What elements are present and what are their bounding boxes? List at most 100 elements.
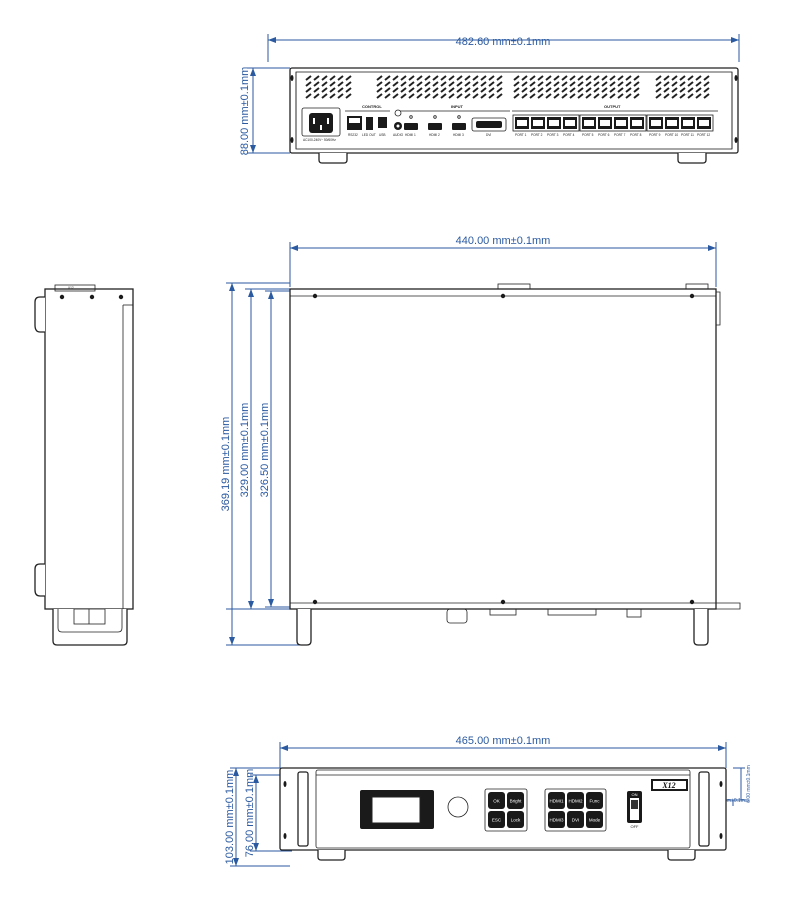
output-label: OUTPUT [604, 104, 621, 109]
vent-slot [456, 87, 463, 93]
button-label: HDMI3 [549, 818, 563, 823]
vent-slot [337, 87, 344, 93]
vent-slot [537, 75, 544, 81]
rear-height-dimension: 88.00 mm±0.1mm [239, 67, 251, 156]
output-port-12: PORT 12 [697, 117, 711, 137]
vent-slot [553, 93, 560, 99]
vent-slot [432, 93, 439, 99]
switch-on-label: ON [632, 792, 638, 797]
output-port-label: PORT 1 [515, 133, 527, 137]
vent-slot [577, 81, 584, 87]
output-port-label: PORT 6 [598, 133, 610, 137]
vent-slot [313, 87, 320, 93]
vent-slot [663, 81, 670, 87]
vent-slot [609, 87, 616, 93]
vent-slot [305, 75, 312, 81]
vent-slot [561, 75, 568, 81]
vent-slot [408, 75, 415, 81]
vent-slot [633, 87, 640, 93]
vent-slot [472, 93, 479, 99]
vent-slot [703, 75, 710, 81]
button-label: OK [493, 799, 500, 804]
vent-slot [617, 75, 624, 81]
vent-slot [609, 75, 616, 81]
vent-slot [553, 75, 560, 81]
usb-label: USB [379, 133, 386, 137]
front-button-lock[interactable]: Lock [507, 811, 524, 828]
vent-slot [695, 81, 702, 87]
vent-slot [416, 75, 423, 81]
vent-slot [392, 87, 399, 93]
vent-slot [345, 87, 352, 93]
vent-slot [617, 87, 624, 93]
hdmi2-port [428, 123, 442, 130]
button-label: Func [589, 799, 600, 804]
front-button-hdmi1[interactable]: HDMI1 [548, 792, 565, 809]
switch-off-label: OFF [631, 824, 640, 829]
front-button-dvi[interactable]: DVI [567, 811, 584, 828]
vent-slot [687, 87, 694, 93]
vent-slot [376, 75, 383, 81]
vent-slot [529, 75, 536, 81]
vent-slot [416, 93, 423, 99]
vent-slot [488, 81, 495, 87]
vent-slot [448, 93, 455, 99]
vent-slot [545, 87, 552, 93]
front-button-bright[interactable]: Bright [507, 792, 524, 809]
front-button-ok[interactable]: OK [488, 792, 505, 809]
vent-slot [329, 93, 336, 99]
output-port-label: PORT 11 [681, 133, 694, 137]
vent-slot [703, 87, 710, 93]
vent-slot [345, 75, 352, 81]
top-depth-total-dimension: 369.19 mm±0.1mm [220, 417, 232, 512]
vent-slot [601, 87, 608, 93]
vent-slot [480, 81, 487, 87]
vent-slot [655, 75, 662, 81]
output-port-9: PORT 9 [649, 117, 663, 137]
vent-slot [440, 75, 447, 81]
vent-slot [496, 75, 503, 81]
vent-slot [480, 87, 487, 93]
vent-slot [561, 87, 568, 93]
vent-slot [432, 87, 439, 93]
vent-slot [617, 93, 624, 99]
vent-slot [537, 81, 544, 87]
vent-slot [432, 81, 439, 87]
vent-slot [513, 87, 520, 93]
vent-slot [392, 75, 399, 81]
rotary-knob[interactable] [447, 796, 469, 818]
front-button-esc[interactable]: ESC [488, 811, 505, 828]
output-port-label: PORT 7 [614, 133, 626, 137]
top-width-dimension: 440.00 mm±0.1mm [456, 235, 551, 247]
vent-slot [513, 93, 520, 99]
vent-slot [593, 93, 600, 99]
brand-text: X12 [661, 781, 675, 790]
vent-slot [695, 93, 702, 99]
output-port-label: PORT 12 [697, 133, 710, 137]
output-port-1: PORT 1 [515, 117, 529, 137]
vent-slot [440, 87, 447, 93]
vent-slot [424, 93, 431, 99]
vent-slot [585, 93, 592, 99]
vent-slot [321, 93, 328, 99]
vent-slot [695, 75, 702, 81]
front-height-inner-dimension: 76.00 mm±0.1mm [244, 769, 256, 858]
vent-slot [633, 93, 640, 99]
output-port-4: PORT 4 [563, 117, 577, 137]
usb-port [378, 117, 387, 128]
front-button-mode[interactable]: Mode [586, 811, 603, 828]
vent-slot [521, 81, 528, 87]
vent-slot [671, 93, 678, 99]
front-button-hdmi2[interactable]: HDMI2 [567, 792, 584, 809]
front-button-hdmi3[interactable]: HDMI3 [548, 811, 565, 828]
output-port-10: PORT 10 [665, 117, 679, 137]
button-label: HDMI2 [568, 799, 582, 804]
button-label: ESC [492, 818, 502, 823]
output-port-11: PORT 11 [681, 117, 695, 137]
vent-slot [480, 93, 487, 99]
front-button-func[interactable]: Func [586, 792, 603, 809]
vent-slot [432, 75, 439, 81]
